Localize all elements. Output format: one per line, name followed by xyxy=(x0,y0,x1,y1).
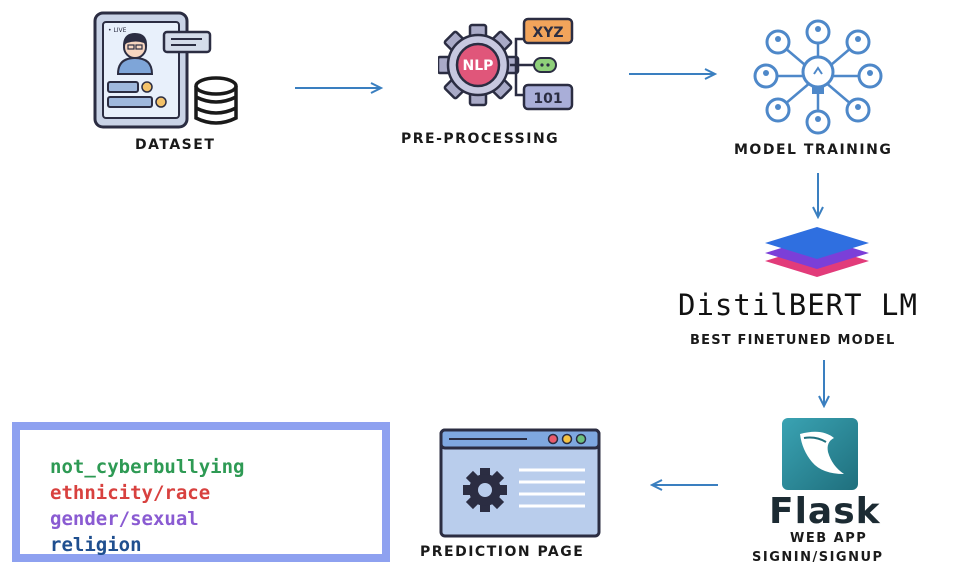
svg-text:101: 101 xyxy=(533,91,562,107)
svg-text:• LIVE: • LIVE xyxy=(108,27,127,34)
distilbert-title: DistilBERT LM xyxy=(678,288,918,322)
class-label-religion: religion xyxy=(50,534,142,556)
svg-text:XYZ: XYZ xyxy=(532,25,563,41)
nlp-icon: NLP XYZ 101 xyxy=(438,17,574,111)
web-app-label: WEB APP xyxy=(790,531,868,546)
preprocessing-label: PRE-PROCESSING xyxy=(401,131,560,147)
arrow-distilbert-to-flask xyxy=(818,360,830,408)
arrow-training-to-distilbert xyxy=(812,173,824,219)
class-label-ethnicity-race: ethnicity/race xyxy=(50,482,211,504)
prediction-page-icon xyxy=(439,428,601,538)
prediction-classes-box: not_cyberbullying ethnicity/race gender/… xyxy=(12,422,390,562)
neural-network-icon xyxy=(753,19,883,135)
model-training-label: MODEL TRAINING xyxy=(734,142,893,158)
svg-text:NLP: NLP xyxy=(463,58,494,74)
class-label-gender-sexual: gender/sexual xyxy=(50,508,199,530)
distilbert-logo-icon xyxy=(765,227,869,277)
prediction-page-label: PREDICTION PAGE xyxy=(420,544,585,560)
dataset-label: DATASET xyxy=(135,137,216,153)
flask-title: Flask xyxy=(769,491,881,532)
arrow-preprocessing-to-training xyxy=(629,68,718,80)
class-label-not-cyberbullying: not_cyberbullying xyxy=(50,456,245,478)
flask-logo-icon xyxy=(782,418,858,490)
arrow-dataset-to-preprocessing xyxy=(295,82,384,94)
signin-label: SIGNIN/SIGNUP xyxy=(752,550,884,565)
arrow-flask-to-prediction xyxy=(650,479,718,491)
dataset-icon: • LIVE xyxy=(93,11,238,129)
best-model-label: BEST FINETUNED MODEL xyxy=(690,333,896,348)
